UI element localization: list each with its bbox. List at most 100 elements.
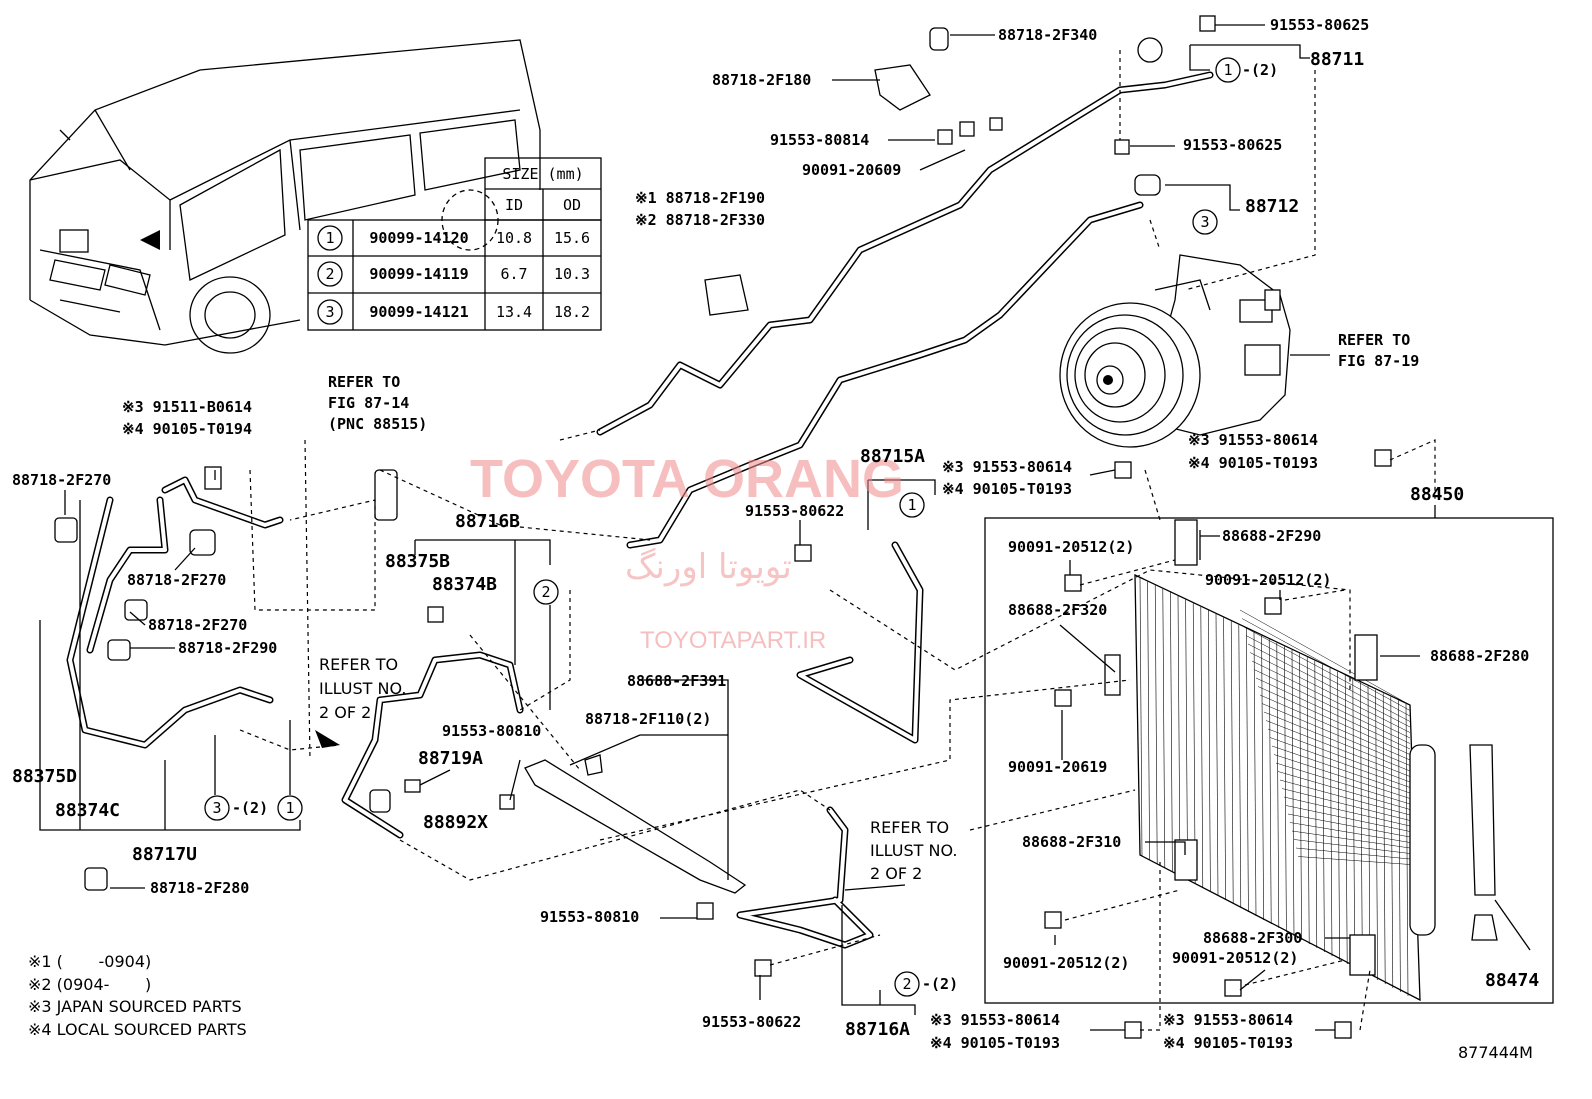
svg-text:1: 1 (1223, 61, 1232, 79)
label-88715a: 88715A (860, 446, 925, 467)
label-88711-qty: -(2) (1242, 61, 1278, 79)
label-88712: 88712 (1245, 196, 1299, 217)
label-90105-t0194: ※4 90105-T0194 (122, 420, 252, 438)
footnote-3: ※3 JAPAN SOURCED PARTS (28, 997, 242, 1016)
table-part-1: 90099-14120 (369, 229, 468, 247)
label-88716a: 88716A (845, 1019, 910, 1040)
label-88450: 88450 (1410, 484, 1464, 505)
label-90091-20512-d: 90091-20512(2) (1172, 949, 1298, 967)
label-91553-80810-b: 91553-80810 (540, 908, 639, 926)
footnote-1: ※1 ( -0904) (28, 952, 151, 971)
label-90091-20512-c: 90091-20512(2) (1003, 954, 1129, 972)
label-88374b: 88374B (432, 574, 497, 595)
label-90091-20619: 90091-20619 (1008, 758, 1107, 776)
label-88718-2f340: 88718-2F340 (998, 26, 1097, 44)
label-mid-80614: ※3 91553-80614 (942, 458, 1072, 476)
table-id-3: 13.4 (496, 303, 532, 321)
label-refer-illust-a: REFER TO (319, 655, 398, 674)
table-od-3: 18.2 (554, 303, 590, 321)
label-88688-2f290-right: 88688-2F290 (1222, 527, 1321, 545)
svg-text:3: 3 (1200, 213, 1209, 231)
label-right-t0193: ※4 90105-T0193 (1188, 454, 1318, 472)
label-88374c: 88374C (55, 800, 120, 821)
circle-marks: 1 3 1 2 3 1 2 (204, 57, 1241, 997)
figure-number: 877444M (1458, 1043, 1533, 1062)
table-mark-3: 3 (325, 303, 334, 321)
label-88892x: 88892X (423, 812, 488, 833)
label-91553-80622-mid: 91553-80622 (745, 502, 844, 520)
label-88718-2f270-b: 88718-2F270 (127, 571, 226, 589)
label-refer-87-14-a: REFER TO (328, 373, 400, 391)
dashed-lines (239, 50, 1436, 1031)
label-refer-illust2-b: ILLUST NO. (870, 841, 957, 860)
pipes (66, 71, 1214, 949)
label-bottom-t0193-right: ※4 90105-T0193 (1163, 1034, 1293, 1052)
label-91553-80622-bot: 91553-80622 (702, 1013, 801, 1031)
watermark-url: TOYOTAPART.IR (640, 627, 826, 654)
svg-text:1: 1 (907, 496, 916, 514)
label-88688-2f391: 88688-2F391 (627, 672, 726, 690)
size-header: SIZE (mm) (502, 165, 583, 183)
footnote-4: ※4 LOCAL SOURCED PARTS (28, 1020, 247, 1039)
table-id-2: 6.7 (500, 265, 527, 283)
label-refer-87-14-b: FIG 87-14 (328, 394, 409, 412)
label-refer-illust-c: 2 OF 2 (319, 703, 371, 722)
label-88688-2f310: 88688-2F310 (1022, 833, 1121, 851)
label-91553-80625-mid: 91553-80625 (1183, 136, 1282, 154)
label-88688-2f320: 88688-2F320 (1008, 601, 1107, 619)
label-88716a-qty: -(2) (922, 975, 958, 993)
watermark-title: TOYOTA ORANG (470, 449, 904, 509)
label-right-80614: ※3 91553-80614 (1188, 431, 1318, 449)
table-id-1: 10.8 (496, 229, 532, 247)
watermark-persian: تويوتا اورنگ (625, 547, 792, 587)
label-88718-2f270-a: 88718-2F270 (12, 471, 111, 489)
label-88718-2f110: 88718-2F110(2) (585, 710, 711, 728)
label-bottom-80614-right: ※3 91553-80614 (1163, 1011, 1293, 1029)
label-88719a: 88719A (418, 748, 483, 769)
label-refer-illust-b: ILLUST NO. (319, 679, 406, 698)
label-88718-2f270-c: 88718-2F270 (148, 616, 247, 634)
condenser (984, 517, 1554, 1004)
label-88375d: 88375D (12, 766, 77, 787)
footnote-2: ※2 (0904- ) (28, 975, 151, 994)
label-88688-2f280-right: 88688-2F280 (1430, 647, 1529, 665)
label-88711: 88711 (1310, 49, 1364, 70)
label-88717u: 88717U (132, 844, 197, 865)
svg-text:2: 2 (541, 583, 550, 601)
label-90091-20609: 90091-20609 (802, 161, 901, 179)
svg-text:1: 1 (285, 799, 294, 817)
table-part-3: 90099-14121 (369, 303, 468, 321)
label-mid-t0193: ※4 90105-T0193 (942, 480, 1072, 498)
label-88688-2f300: 88688-2F300 (1203, 929, 1302, 947)
label-91553-80814: 91553-80814 (770, 131, 869, 149)
label-88718-2f280-left: 88718-2F280 (150, 879, 249, 897)
label-refer-87-19-a: REFER TO (1338, 331, 1410, 349)
svg-text:2: 2 (902, 975, 911, 993)
label-88718-2f190: ※1 88718-2F190 (635, 189, 765, 207)
table-part-2: 90099-14119 (369, 265, 468, 283)
table-od-1: 15.6 (554, 229, 590, 247)
van-illustration (29, 39, 541, 354)
label-88375b: 88375B (385, 551, 450, 572)
label-88718-2f290-left: 88718-2F290 (178, 639, 277, 657)
part-labels: 88718-2F340 91553-80625 88711 -(2) 88718… (12, 16, 1539, 1062)
label-91553-80625-top: 91553-80625 (1270, 16, 1369, 34)
table-mark-2: 2 (325, 265, 334, 283)
label-bottom-t0193-left: ※4 90105-T0193 (930, 1034, 1060, 1052)
label-90091-20512-b: 90091-20512(2) (1205, 571, 1331, 589)
label-88474: 88474 (1485, 970, 1539, 991)
label-refer-87-14-c: (PNC 88515) (328, 415, 427, 433)
od-header: OD (563, 196, 581, 214)
label-88718-2f330: ※2 88718-2F330 (635, 211, 765, 229)
label-bottom-80614-left: ※3 91553-80614 (930, 1011, 1060, 1029)
label-88716b: 88716B (455, 511, 520, 532)
compressor (1059, 254, 1291, 448)
footnotes: ※1 ( -0904) ※2 (0904- ) ※3 JAPAN SOURCED… (28, 952, 247, 1039)
label-refer-illust2-c: 2 OF 2 (870, 864, 922, 883)
label-refer-illust2-a: REFER TO (870, 818, 949, 837)
id-header: ID (505, 196, 523, 214)
label-91553-80810-a: 91553-80810 (442, 722, 541, 740)
table-mark-1: 1 (325, 229, 334, 247)
label-88718-2f180: 88718-2F180 (712, 71, 811, 89)
